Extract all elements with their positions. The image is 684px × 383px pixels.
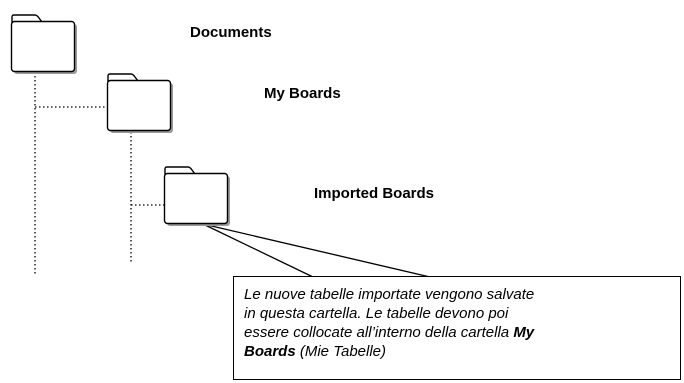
callout-line: essere collocate all’interno della carte… [244, 323, 670, 342]
callout-box: Le nuove tabelle importate vengono salva… [233, 276, 681, 380]
callout-line: Le nuove tabelle importate vengono salva… [244, 286, 535, 303]
folder-label-imported-boards: Imported Boards [314, 185, 435, 202]
tree-connectors [34, 72, 164, 276]
folder-label-my-boards: My Boards [264, 85, 341, 102]
folder-label-documents: Documents [190, 24, 272, 41]
callout-pointer [202, 223, 431, 278]
callout-bold: Boards [244, 343, 296, 360]
callout-line: Boards (Mie Tabelle) [244, 342, 670, 361]
callout-text: (Mie Tabelle) [295, 343, 387, 360]
callout-line: in questa cartella. Le tabelle devono po… [244, 305, 509, 322]
folder-icon[interactable] [10, 14, 78, 74]
callout-bold: My [513, 324, 535, 341]
folder-icon[interactable] [106, 73, 174, 133]
folder-icon[interactable] [163, 166, 231, 226]
callout-text: essere collocate all’interno della carte… [244, 324, 514, 341]
